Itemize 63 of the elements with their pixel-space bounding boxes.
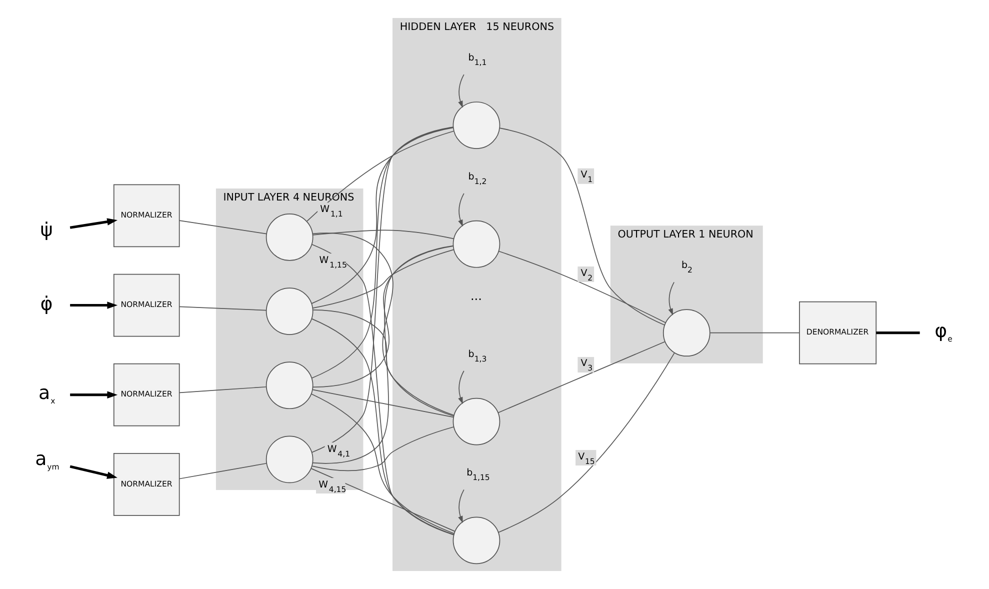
- edge-label: V$_{2}$: [580, 268, 592, 282]
- connector: [310, 468, 455, 532]
- arrow: [458, 193, 464, 227]
- connector: [312, 246, 453, 388]
- connector: [312, 245, 454, 464]
- connector: [178, 306, 266, 311]
- connector: [497, 341, 665, 414]
- connector: [312, 310, 454, 416]
- node-text: b$_{1,15}$: [466, 468, 490, 482]
- connector: [312, 230, 454, 240]
- node-text: b$_{2}$: [680, 260, 692, 275]
- arrow: [70, 391, 118, 398]
- edge-label: V$_{3}$: [580, 358, 592, 373]
- connector: [310, 244, 454, 536]
- node-text: b$_{1,1}$: [468, 52, 486, 67]
- edge-label: W$_{4,1}$: [326, 444, 350, 458]
- node-circle: [265, 362, 313, 410]
- node-box: NORMALIZER: [112, 184, 180, 248]
- edge-label: V$_{15}$: [578, 451, 594, 466]
- connector: [876, 332, 920, 334]
- connector: [310, 127, 454, 304]
- node-text: a$_{x}$: [38, 382, 55, 406]
- node-circle: [265, 436, 313, 484]
- edge-label: W$_{4,15}$: [318, 479, 346, 494]
- node-box: NORMALIZER: [112, 274, 180, 337]
- node-circle: [265, 214, 313, 261]
- arrow: [458, 370, 464, 404]
- connector: [306, 130, 454, 222]
- connector: [312, 389, 454, 418]
- node-text: b$_{1,2}$: [468, 171, 486, 186]
- connector: [178, 220, 266, 234]
- node-text: b$_{1,3}$: [468, 348, 486, 364]
- edge-label: W$_{1,15}$: [318, 254, 346, 270]
- arrow: [69, 465, 117, 479]
- connector: [178, 386, 266, 394]
- arrow: [69, 218, 118, 229]
- node-text: ψ̇: [40, 219, 52, 242]
- edge-label: V$_{1}$: [580, 170, 592, 184]
- label: ...: [470, 288, 482, 303]
- connector: [312, 232, 454, 417]
- connector: [498, 250, 666, 324]
- node-box: DENORMALIZER: [798, 301, 876, 364]
- edge-label: W$_{1,1}$: [320, 204, 342, 218]
- connector: [178, 462, 266, 480]
- arrow: [668, 282, 674, 316]
- node-text: a$_{ym}$: [34, 448, 59, 472]
- connector: [312, 249, 454, 308]
- connector: [498, 128, 665, 326]
- connector: [311, 126, 454, 453]
- connector: [310, 394, 454, 534]
- connector: [310, 126, 454, 379]
- connector: [311, 426, 454, 472]
- node-text: φ$_{e}$: [934, 320, 952, 344]
- arrow: [70, 302, 118, 309]
- connector: [498, 352, 674, 533]
- connector: [310, 318, 454, 535]
- connector: [709, 332, 800, 334]
- arrow: [458, 74, 464, 108]
- node-box: NORMALIZER: [112, 452, 180, 516]
- node-text: φ̇: [40, 293, 52, 316]
- node-box: NORMALIZER: [112, 363, 180, 426]
- arrow: [458, 489, 464, 523]
- node-circle: [265, 288, 313, 335]
